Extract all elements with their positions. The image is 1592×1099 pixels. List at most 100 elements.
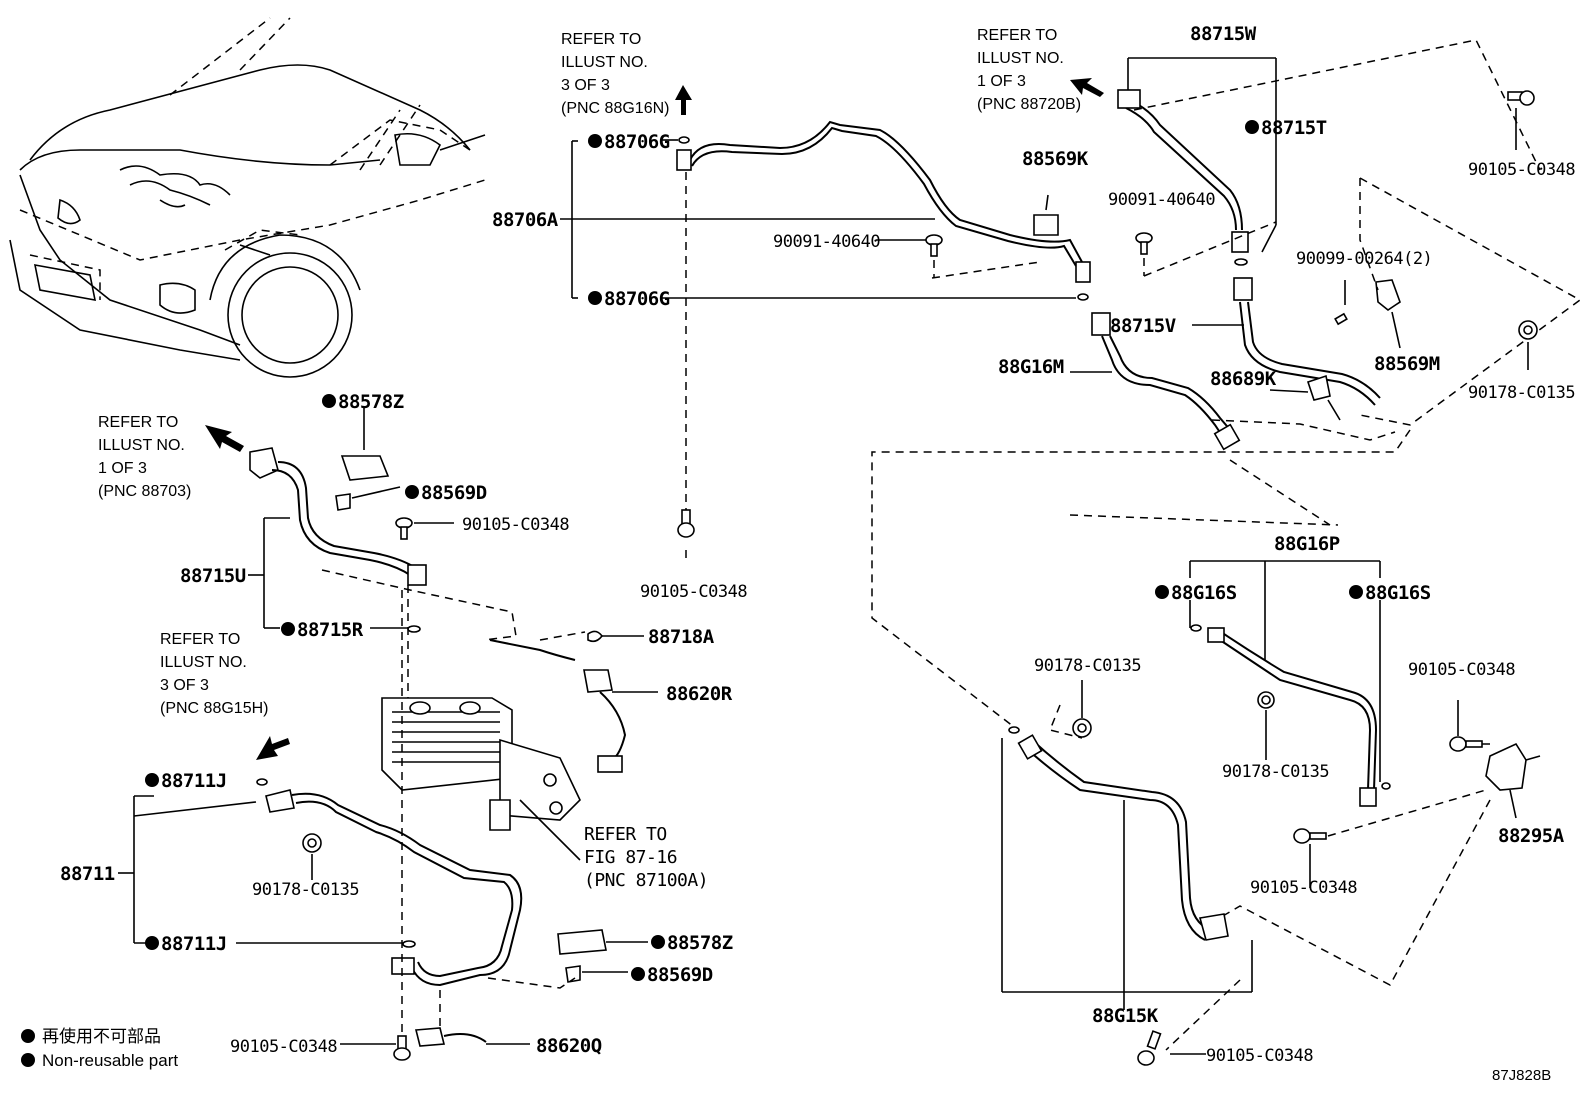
pipe-88g16p-connector [1207, 627, 1225, 643]
o-ring-88715r [407, 625, 421, 633]
bolt-90105-right-upper-icon [1449, 700, 1483, 752]
svg-text:REFER TO: REFER TO [98, 414, 178, 431]
o-ring-88706g-top [678, 136, 690, 144]
part-label: 90178-C0135 [1034, 656, 1141, 676]
sensor-88620r-icon [583, 669, 613, 693]
legend-line-english: Non-reusable part [42, 1051, 178, 1070]
refer-note-88g16n: REFER TO ILLUST NO. 3 OF 3 (PNC 88G16N) [561, 31, 669, 117]
pipe-88715u-group [205, 408, 658, 861]
bolt-90105-mid-icon [677, 509, 695, 538]
non-reusable-dot-icon [651, 935, 665, 949]
part-label: 88569M [1374, 353, 1440, 375]
svg-text:1 OF 3: 1 OF 3 [977, 73, 1026, 90]
o-ring-88g15k [1008, 726, 1020, 734]
part-label: 90105-C0348 [1206, 1046, 1313, 1066]
pipe-88g16m-end [1213, 423, 1241, 451]
part-label: 88715V [1110, 315, 1176, 337]
pipe-connector-end [1075, 261, 1091, 283]
nut-90178-left-icon [302, 833, 322, 880]
part-label: 88569D [421, 482, 487, 504]
pipe-88715w-end [1231, 231, 1249, 253]
legend: 再使用不可部品 Non-reusable part [21, 1026, 178, 1070]
pipe-88715v-connector [1233, 277, 1253, 301]
part-label: 90105-C0348 [1468, 160, 1575, 180]
nut-90178-left-bottom-icon [1072, 680, 1092, 738]
pipe-88715u-connector [249, 447, 279, 479]
legend-line-japanese: 再使用不可部品 [42, 1026, 161, 1046]
bolt-90091-mid-icon [925, 234, 943, 278]
illustration-id: 87J828B [1492, 1067, 1551, 1084]
pipe-88g16p-group [1001, 514, 1541, 1066]
pipe-88g15k-end [1198, 913, 1229, 941]
part-label: 88706G [604, 288, 670, 310]
part-label: 88689K [1210, 368, 1277, 390]
part-label: 88578Z [667, 932, 733, 954]
clip-88569d-top-icon [335, 493, 351, 511]
pipe-88715u-end [407, 564, 427, 586]
part-label: 88711J [161, 933, 227, 955]
non-reusable-dot-icon [1155, 585, 1169, 599]
cushion-88578z-bottom-icon [557, 929, 607, 955]
part-label: 88G15K [1092, 1005, 1159, 1027]
svg-text:(PNC 87100A): (PNC 87100A) [584, 870, 708, 891]
svg-text:ILLUST NO.: ILLUST NO. [98, 437, 185, 454]
part-label: 90091-40640 [773, 232, 880, 252]
bolt-90091-right-icon [1135, 232, 1153, 276]
part-label: 88620R [666, 683, 733, 705]
o-ring-88g16s-left [1190, 624, 1202, 632]
bolt-90105-top-right-icon [1507, 90, 1535, 150]
part-label: 88578Z [338, 391, 404, 413]
o-ring-88706g-bottom [1077, 293, 1089, 301]
part-label: 88711J [161, 770, 227, 792]
part-label: 88715U [180, 565, 246, 587]
part-label: 88G16M [998, 356, 1064, 378]
svg-text:3 OF 3: 3 OF 3 [160, 677, 209, 694]
pipe-88g16p-end [1359, 787, 1377, 807]
vehicle-outline-illustration [9, 17, 486, 378]
non-reusable-dot-icon [588, 291, 602, 305]
hose-88711-connector [265, 789, 295, 813]
part-label: 88718A [648, 626, 715, 648]
svg-text:1 OF 3: 1 OF 3 [98, 460, 147, 477]
part-label: 88715W [1190, 23, 1257, 45]
bolt-90105-right-lower-icon [1293, 828, 1327, 888]
legend-dot-icon [21, 1029, 35, 1043]
part-label: 90105-C0348 [230, 1037, 337, 1057]
part-label: 88715T [1261, 117, 1327, 139]
svg-text:ILLUST NO.: ILLUST NO. [977, 50, 1064, 67]
part-label: 88295A [1498, 825, 1565, 847]
part-label: 88569D [647, 964, 713, 986]
svg-text:(PNC 88G15H): (PNC 88G15H) [160, 700, 268, 717]
oil-cooler-unit-icon [381, 697, 581, 831]
svg-text:REFER TO: REFER TO [977, 27, 1057, 44]
part-label: 90178-C0135 [1222, 762, 1329, 782]
part-label: 88706A [492, 209, 559, 231]
pipe-88706a-group [560, 85, 1091, 560]
o-ring-88g16s-right [1381, 782, 1391, 790]
part-label: 88G16P [1274, 533, 1340, 555]
refer-note-88720b: REFER TO ILLUST NO. 1 OF 3 (PNC 88720B) [977, 27, 1081, 113]
refer-arrow-upleft-icon [205, 425, 244, 452]
part-label: 90099-00264(2) [1296, 249, 1432, 269]
svg-text:3 OF 3: 3 OF 3 [561, 77, 610, 94]
non-reusable-dot-icon [281, 622, 295, 636]
non-reusable-dot-icon [145, 773, 159, 787]
part-label: 88706G [604, 131, 670, 153]
hose-88711-group [118, 590, 648, 1061]
refer-note-88703: REFER TO ILLUST NO. 1 OF 3 (PNC 88703) [98, 414, 191, 500]
part-labels: 88706G 88706A 88706G 90091-40640 90105-C… [60, 23, 1576, 1066]
svg-text:(PNC 88703): (PNC 88703) [98, 483, 191, 500]
part-label: 90105-C0348 [1250, 878, 1357, 898]
refer-arrow-up-icon [675, 85, 692, 115]
o-ring-88711j-bottom [402, 940, 416, 948]
part-label: 90105-C0348 [462, 515, 569, 535]
hose-88711-end [391, 957, 415, 975]
pipe-88715w-group [871, 39, 1582, 731]
refer-note-fig-87-16: REFER TO FIG 87-16 (PNC 87100A) [584, 824, 709, 891]
non-reusable-dot-icon [322, 394, 336, 408]
svg-text:FIG 87-16: FIG 87-16 [584, 847, 677, 868]
svg-text:REFER TO: REFER TO [160, 631, 240, 648]
bolt-90099-icon [1334, 280, 1348, 326]
non-reusable-dot-icon [1349, 585, 1363, 599]
